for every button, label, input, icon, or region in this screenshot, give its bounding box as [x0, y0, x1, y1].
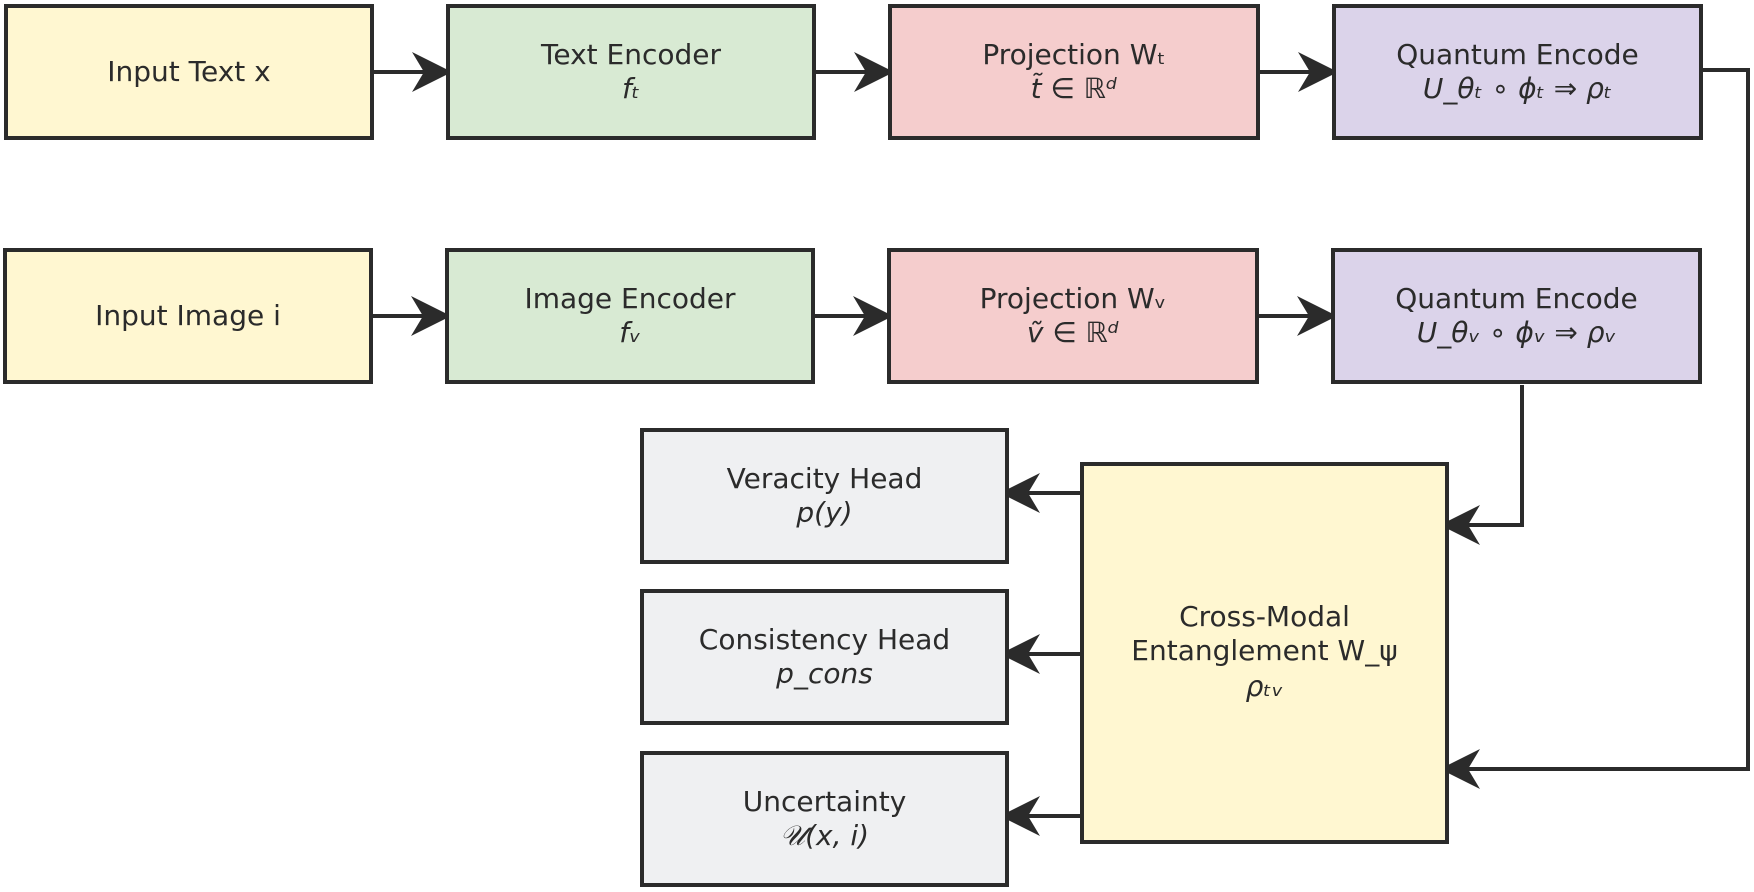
consistency-head-box: Consistency Head p_cons — [640, 589, 1009, 725]
quantum-encode-v-box: Quantum Encode U_θᵥ ∘ ϕᵥ ⇒ ρᵥ — [1331, 248, 1702, 384]
quantum-encode-v-label: Quantum Encode — [1395, 282, 1638, 315]
projection-v-formula: ṽ ∈ ℝᵈ — [1026, 316, 1120, 349]
consistency-head-label: Consistency Head — [698, 623, 951, 656]
image-encoder-label: Image Encoder — [524, 282, 736, 315]
entanglement-symbol: ρₜᵥ — [1245, 670, 1284, 703]
veracity-head-label: Veracity Head — [726, 462, 923, 495]
arrow-quantum-t-to-entanglement — [1440, 68, 1750, 789]
projection-t-box: Projection Wₜ t̃ ∈ ℝᵈ — [888, 4, 1260, 140]
projection-v-label: Projection Wᵥ — [979, 282, 1167, 315]
text-encoder-box: Text Encoder fₜ — [446, 4, 816, 140]
consistency-head-symbol: p_cons — [776, 657, 873, 690]
image-encoder-box: Image Encoder fᵥ — [445, 248, 815, 384]
quantum-encode-t-label: Quantum Encode — [1396, 38, 1639, 71]
text-encoder-symbol: fₜ — [621, 72, 641, 105]
uncertainty-label: Uncertainty — [742, 785, 907, 818]
entanglement-label-line1: Cross-Modal — [1179, 600, 1350, 633]
quantum-encode-t-box: Quantum Encode U_θₜ ∘ ϕₜ ⇒ ρₜ — [1332, 4, 1703, 140]
projection-t-label: Projection Wₜ — [982, 38, 1166, 71]
text-encoder-label: Text Encoder — [540, 38, 721, 71]
input-image-label: Input Image i — [95, 299, 281, 332]
veracity-head-symbol: p(y) — [796, 496, 853, 529]
uncertainty-box: Uncertainty 𝒰(x, i) — [640, 751, 1009, 887]
uncertainty-symbol: 𝒰(x, i) — [779, 819, 870, 852]
input-image-box: Input Image i — [3, 248, 373, 384]
image-encoder-symbol: fᵥ — [619, 316, 641, 349]
input-text-label: Input Text x — [107, 55, 271, 88]
entanglement-label-line2: Entanglement W_ψ — [1131, 634, 1398, 667]
arrow-quantum-v-to-entanglement — [1440, 385, 1524, 545]
veracity-head-box: Veracity Head p(y) — [640, 428, 1009, 564]
quantum-encode-t-formula: U_θₜ ∘ ϕₜ ⇒ ρₜ — [1422, 72, 1613, 105]
projection-t-formula: t̃ ∈ ℝᵈ — [1030, 72, 1118, 105]
projection-v-box: Projection Wᵥ ṽ ∈ ℝᵈ — [887, 248, 1259, 384]
quantum-encode-v-formula: U_θᵥ ∘ ϕᵥ ⇒ ρᵥ — [1416, 316, 1617, 349]
input-text-box: Input Text x — [4, 4, 374, 140]
cross-modal-entanglement-box: Cross-Modal Entanglement W_ψ ρₜᵥ — [1080, 462, 1449, 844]
